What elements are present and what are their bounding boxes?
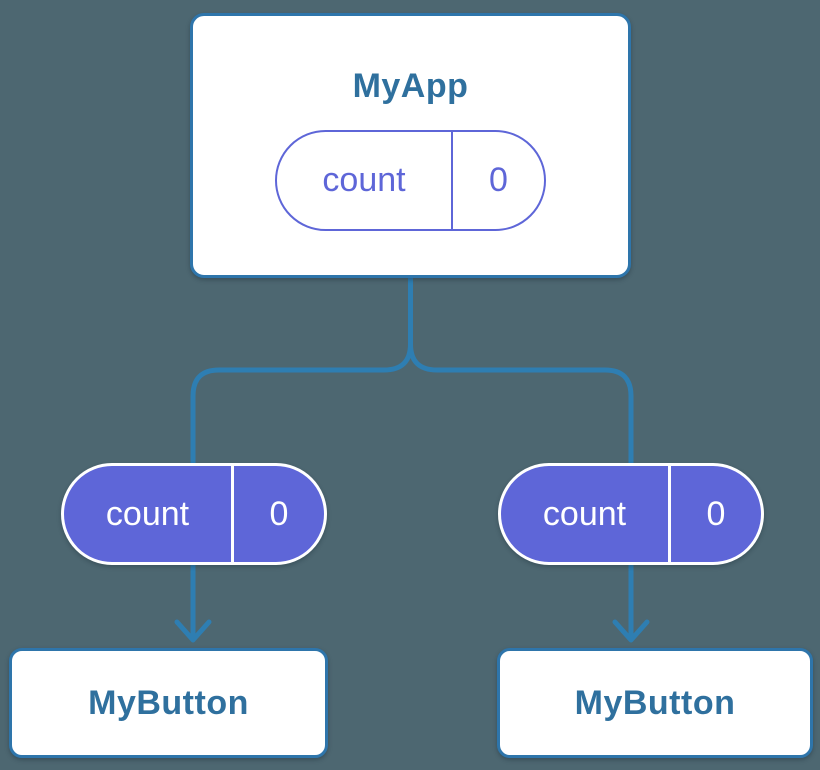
node-myapp: MyApp count 0 bbox=[190, 13, 631, 278]
prop-pill-label: count bbox=[542, 494, 627, 533]
prop-pill-value: 0 bbox=[231, 466, 324, 562]
arrow-down-icon bbox=[174, 619, 212, 643]
prop-pill-right: count 0 bbox=[498, 463, 764, 565]
state-pill-value: 0 bbox=[451, 132, 544, 229]
node-title: MyButton bbox=[574, 683, 736, 722]
node-mybutton-right: MyButton bbox=[497, 648, 813, 758]
prop-pill-label: count bbox=[105, 494, 190, 533]
prop-pill-left: count 0 bbox=[61, 463, 327, 565]
fork-branch-right bbox=[408, 278, 634, 638]
state-pill: count 0 bbox=[275, 130, 546, 231]
node-title: MyButton bbox=[88, 683, 249, 722]
state-pill-label: count bbox=[322, 161, 406, 199]
arrow-down-icon bbox=[612, 619, 650, 643]
node-title: MyApp bbox=[352, 67, 469, 105]
fork-branch-left bbox=[190, 278, 413, 638]
node-mybutton-left: MyButton bbox=[9, 648, 328, 758]
prop-pill-value: 0 bbox=[668, 466, 761, 562]
